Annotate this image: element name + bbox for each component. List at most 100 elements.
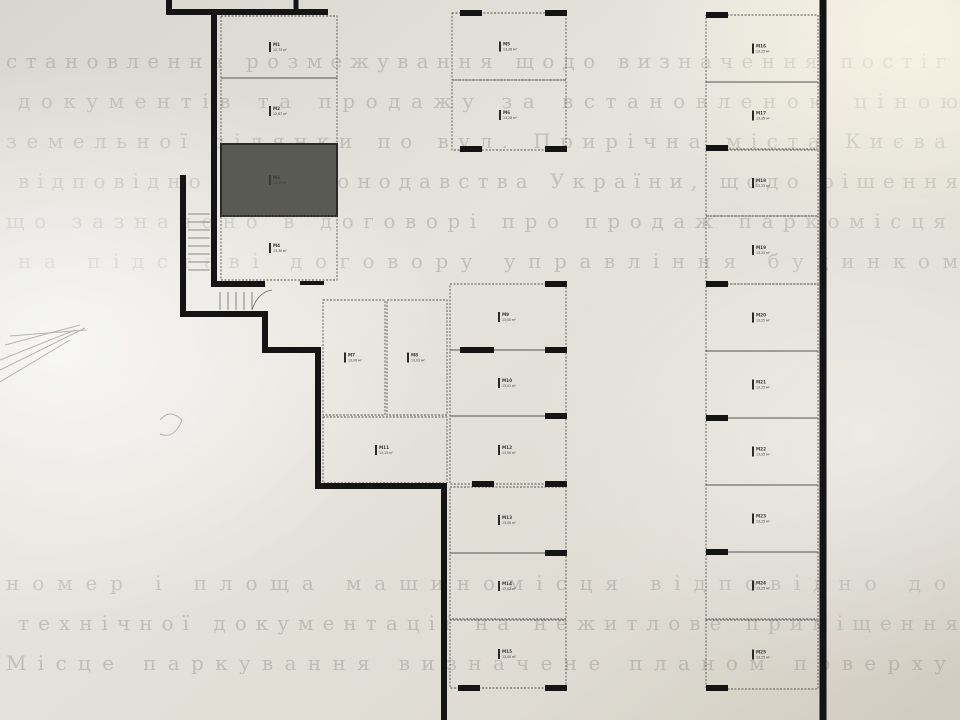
- parking-space-outline: [220, 215, 338, 281]
- unit-area: 13,01 м²: [502, 384, 517, 388]
- space-marker: [460, 10, 482, 16]
- unit-area: 13,25 м²: [756, 50, 771, 54]
- space-marker: [472, 481, 494, 487]
- space-marker: [545, 413, 567, 419]
- parking-space-outline: [322, 299, 386, 416]
- space-marker: [706, 281, 728, 287]
- unit-marker-icon: [752, 178, 754, 188]
- walls: [166, 0, 827, 720]
- unit-code: М22: [756, 447, 766, 452]
- space-marker: [545, 10, 567, 16]
- parking-space-outline: [220, 143, 338, 217]
- unit-area: 13,02 м²: [502, 587, 517, 591]
- unit-code: М14: [502, 581, 512, 586]
- unit-code: М23: [756, 514, 766, 519]
- unit-code: М4: [273, 243, 280, 248]
- parking-space-outline: [451, 79, 567, 151]
- unit-area: 13,30 м²: [273, 249, 288, 253]
- unit-code: М15: [502, 649, 512, 654]
- parking-space-outline: [705, 619, 819, 690]
- space-marker: [545, 481, 567, 487]
- unit-area: 13,00 м²: [502, 655, 517, 659]
- parking-space-outline: [449, 552, 567, 620]
- unit-area: 13,00 м²: [502, 451, 517, 455]
- unit-code: М25: [756, 650, 766, 655]
- unit-marker-icon: [498, 445, 500, 455]
- unit-area: 13,25 м²: [756, 117, 771, 121]
- unit-marker-icon: [498, 581, 500, 591]
- unit-code: М9: [502, 312, 509, 317]
- unit-marker-icon: [752, 446, 754, 457]
- unit-code: М6: [503, 110, 510, 115]
- unit-marker-icon: [269, 175, 271, 185]
- unit-marker-icon: [752, 649, 754, 660]
- unit-area: 13,25 м²: [756, 184, 771, 188]
- parking-space-outline: [705, 551, 819, 620]
- space-marker: [706, 145, 728, 151]
- unit-marker-icon: [498, 312, 500, 322]
- space-marker: [458, 685, 480, 691]
- unit-code: М16: [756, 44, 766, 49]
- unit-marker-icon: [498, 515, 500, 525]
- unit-code: М24: [756, 581, 766, 586]
- unit-area: 13,25 м²: [756, 319, 771, 323]
- unit-marker-icon: [269, 42, 271, 52]
- space-marker: [706, 549, 728, 555]
- space-marker: [706, 12, 728, 18]
- space-marker: [545, 685, 567, 691]
- unit-area: 13,25 м²: [756, 251, 771, 255]
- unit-code: М1: [273, 42, 280, 47]
- unit-code: М20: [756, 313, 766, 318]
- unit-marker-icon: [752, 245, 754, 255]
- unit-code: М8: [411, 353, 418, 358]
- unit-marker-icon: [498, 649, 500, 659]
- unit-code: М3: [273, 175, 280, 180]
- space-marker: [545, 146, 567, 152]
- space-marker: [545, 550, 567, 556]
- space-marker: [460, 347, 494, 353]
- space-marker: [706, 415, 728, 421]
- unit-marker-icon: [407, 352, 409, 363]
- unit-marker-icon: [499, 110, 501, 120]
- unit-code: М2: [273, 106, 280, 111]
- unit-area: 13,00 м²: [348, 359, 363, 363]
- unit-code: М19: [756, 245, 766, 250]
- unit-code: М18: [756, 178, 766, 183]
- unit-marker-icon: [752, 110, 754, 121]
- unit-code: М7: [348, 353, 355, 358]
- unit-area: 12,73 м²: [273, 48, 288, 52]
- parking-space-outline: [449, 415, 567, 485]
- unit-marker-icon: [499, 41, 501, 52]
- unit-area: 13,00 м²: [502, 318, 517, 322]
- unit-marker-icon: [752, 513, 754, 524]
- unit-area: 12,87 м²: [273, 112, 288, 116]
- unit-code: М5: [503, 42, 510, 47]
- unit-area: 13,00 м²: [502, 521, 517, 525]
- unit-area: 13,15 м²: [379, 451, 394, 455]
- unit-code: М11: [379, 445, 389, 450]
- unit-marker-icon: [752, 312, 754, 323]
- unit-area: 13,25 м²: [756, 453, 771, 457]
- unit-marker-icon: [498, 378, 500, 388]
- space-marker: [460, 146, 482, 152]
- unit-code: М21: [756, 380, 766, 385]
- parking-space-outline: [705, 149, 819, 217]
- unit-code: М12: [502, 445, 512, 450]
- parking-space-outline: [449, 619, 567, 689]
- unit-marker-icon: [344, 352, 346, 363]
- unit-area: 13,02 м²: [411, 359, 426, 363]
